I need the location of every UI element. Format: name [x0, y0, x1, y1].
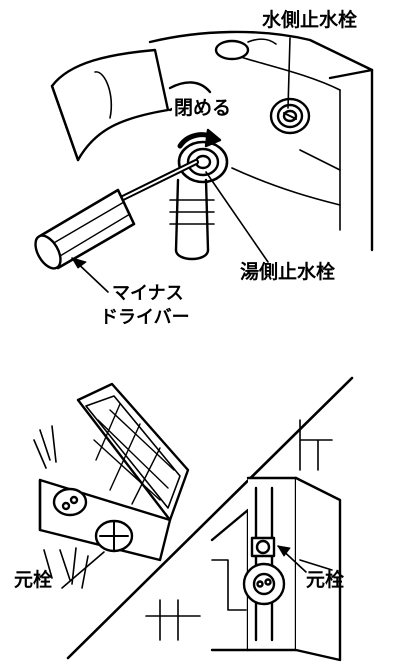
hot-side-valve-label: 湯側止水栓	[240, 261, 336, 283]
water-side-valve-label: 水側止水栓	[262, 9, 358, 31]
close-direction-label: 閉める	[172, 97, 234, 120]
main-valve-box-label: 元栓	[14, 569, 53, 591]
screwdriver-label-line1: マイナス	[112, 283, 184, 304]
main-valve-wall-label: 元栓	[306, 569, 345, 591]
screwdriver-label-line2: ドライバー	[100, 307, 190, 328]
faucet-valve-illustration	[34, 30, 374, 293]
